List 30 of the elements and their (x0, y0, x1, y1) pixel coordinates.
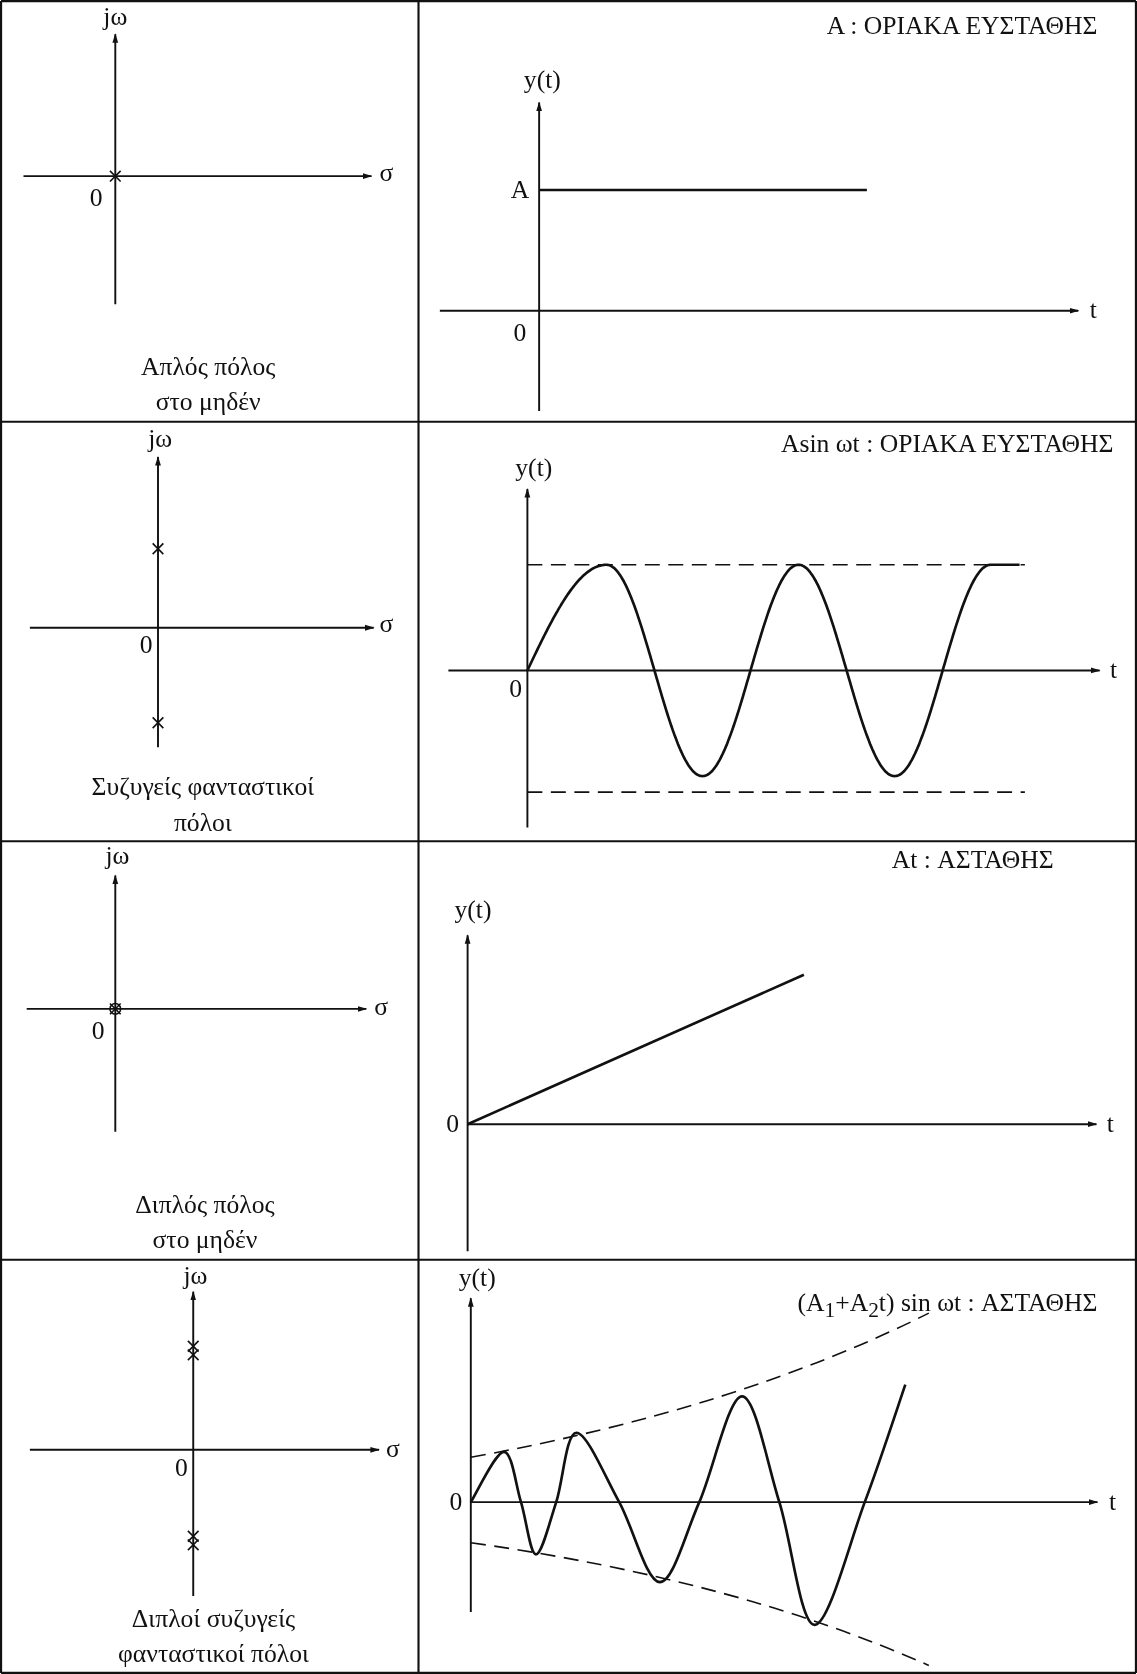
axis-label: y(t) (523, 64, 561, 96)
axis-label: y(t) (454, 894, 492, 926)
axis-label: σ (374, 991, 389, 1022)
axis-label: jω (183, 1260, 208, 1292)
axis-label: y(t) (458, 1262, 496, 1294)
axis-label: jω (148, 423, 173, 455)
origin-label: 0 (446, 1108, 460, 1140)
axis-label: jω (103, 1, 128, 33)
level-label: A (510, 174, 530, 206)
axis-label: σ (379, 157, 394, 189)
response-title: (A$_{1}$+A$_{2}$t) sin ωt : ΑΣΤΑΘΗΣ (797, 1287, 1098, 1324)
origin-label: 0 (509, 673, 523, 704)
origin-label: 0 (91, 1015, 105, 1047)
origin-label: 0 (175, 1452, 188, 1484)
origin-label: 0 (89, 183, 103, 214)
response-title: A : ΟΡΙΑΚΑ ΕΥΣΤΑΘΗΣ (826, 10, 1098, 41)
axis-label: t (1106, 1108, 1114, 1140)
origin-label: 0 (449, 1486, 463, 1518)
response-title: Asin ωt : ΟΡΙΑΚΑ ΕΥΣΤΑΘΗΣ (780, 428, 1114, 460)
axis-label: jω (105, 840, 130, 872)
axis-label: σ (385, 1433, 400, 1464)
plot-caption: Διπλοί συζυγείς φανταστικοί πόλοι (117, 1603, 310, 1670)
axis-label: y(t) (515, 452, 553, 484)
response-title: At : ΑΣΤΑΘΗΣ (891, 844, 1054, 876)
axis-label: t (1108, 1486, 1116, 1518)
axis-label: σ (379, 609, 394, 640)
origin-label: 0 (139, 629, 153, 661)
axis-label: t (1089, 294, 1097, 325)
axis-label: t (1109, 654, 1118, 686)
origin-label: 0 (513, 317, 527, 349)
